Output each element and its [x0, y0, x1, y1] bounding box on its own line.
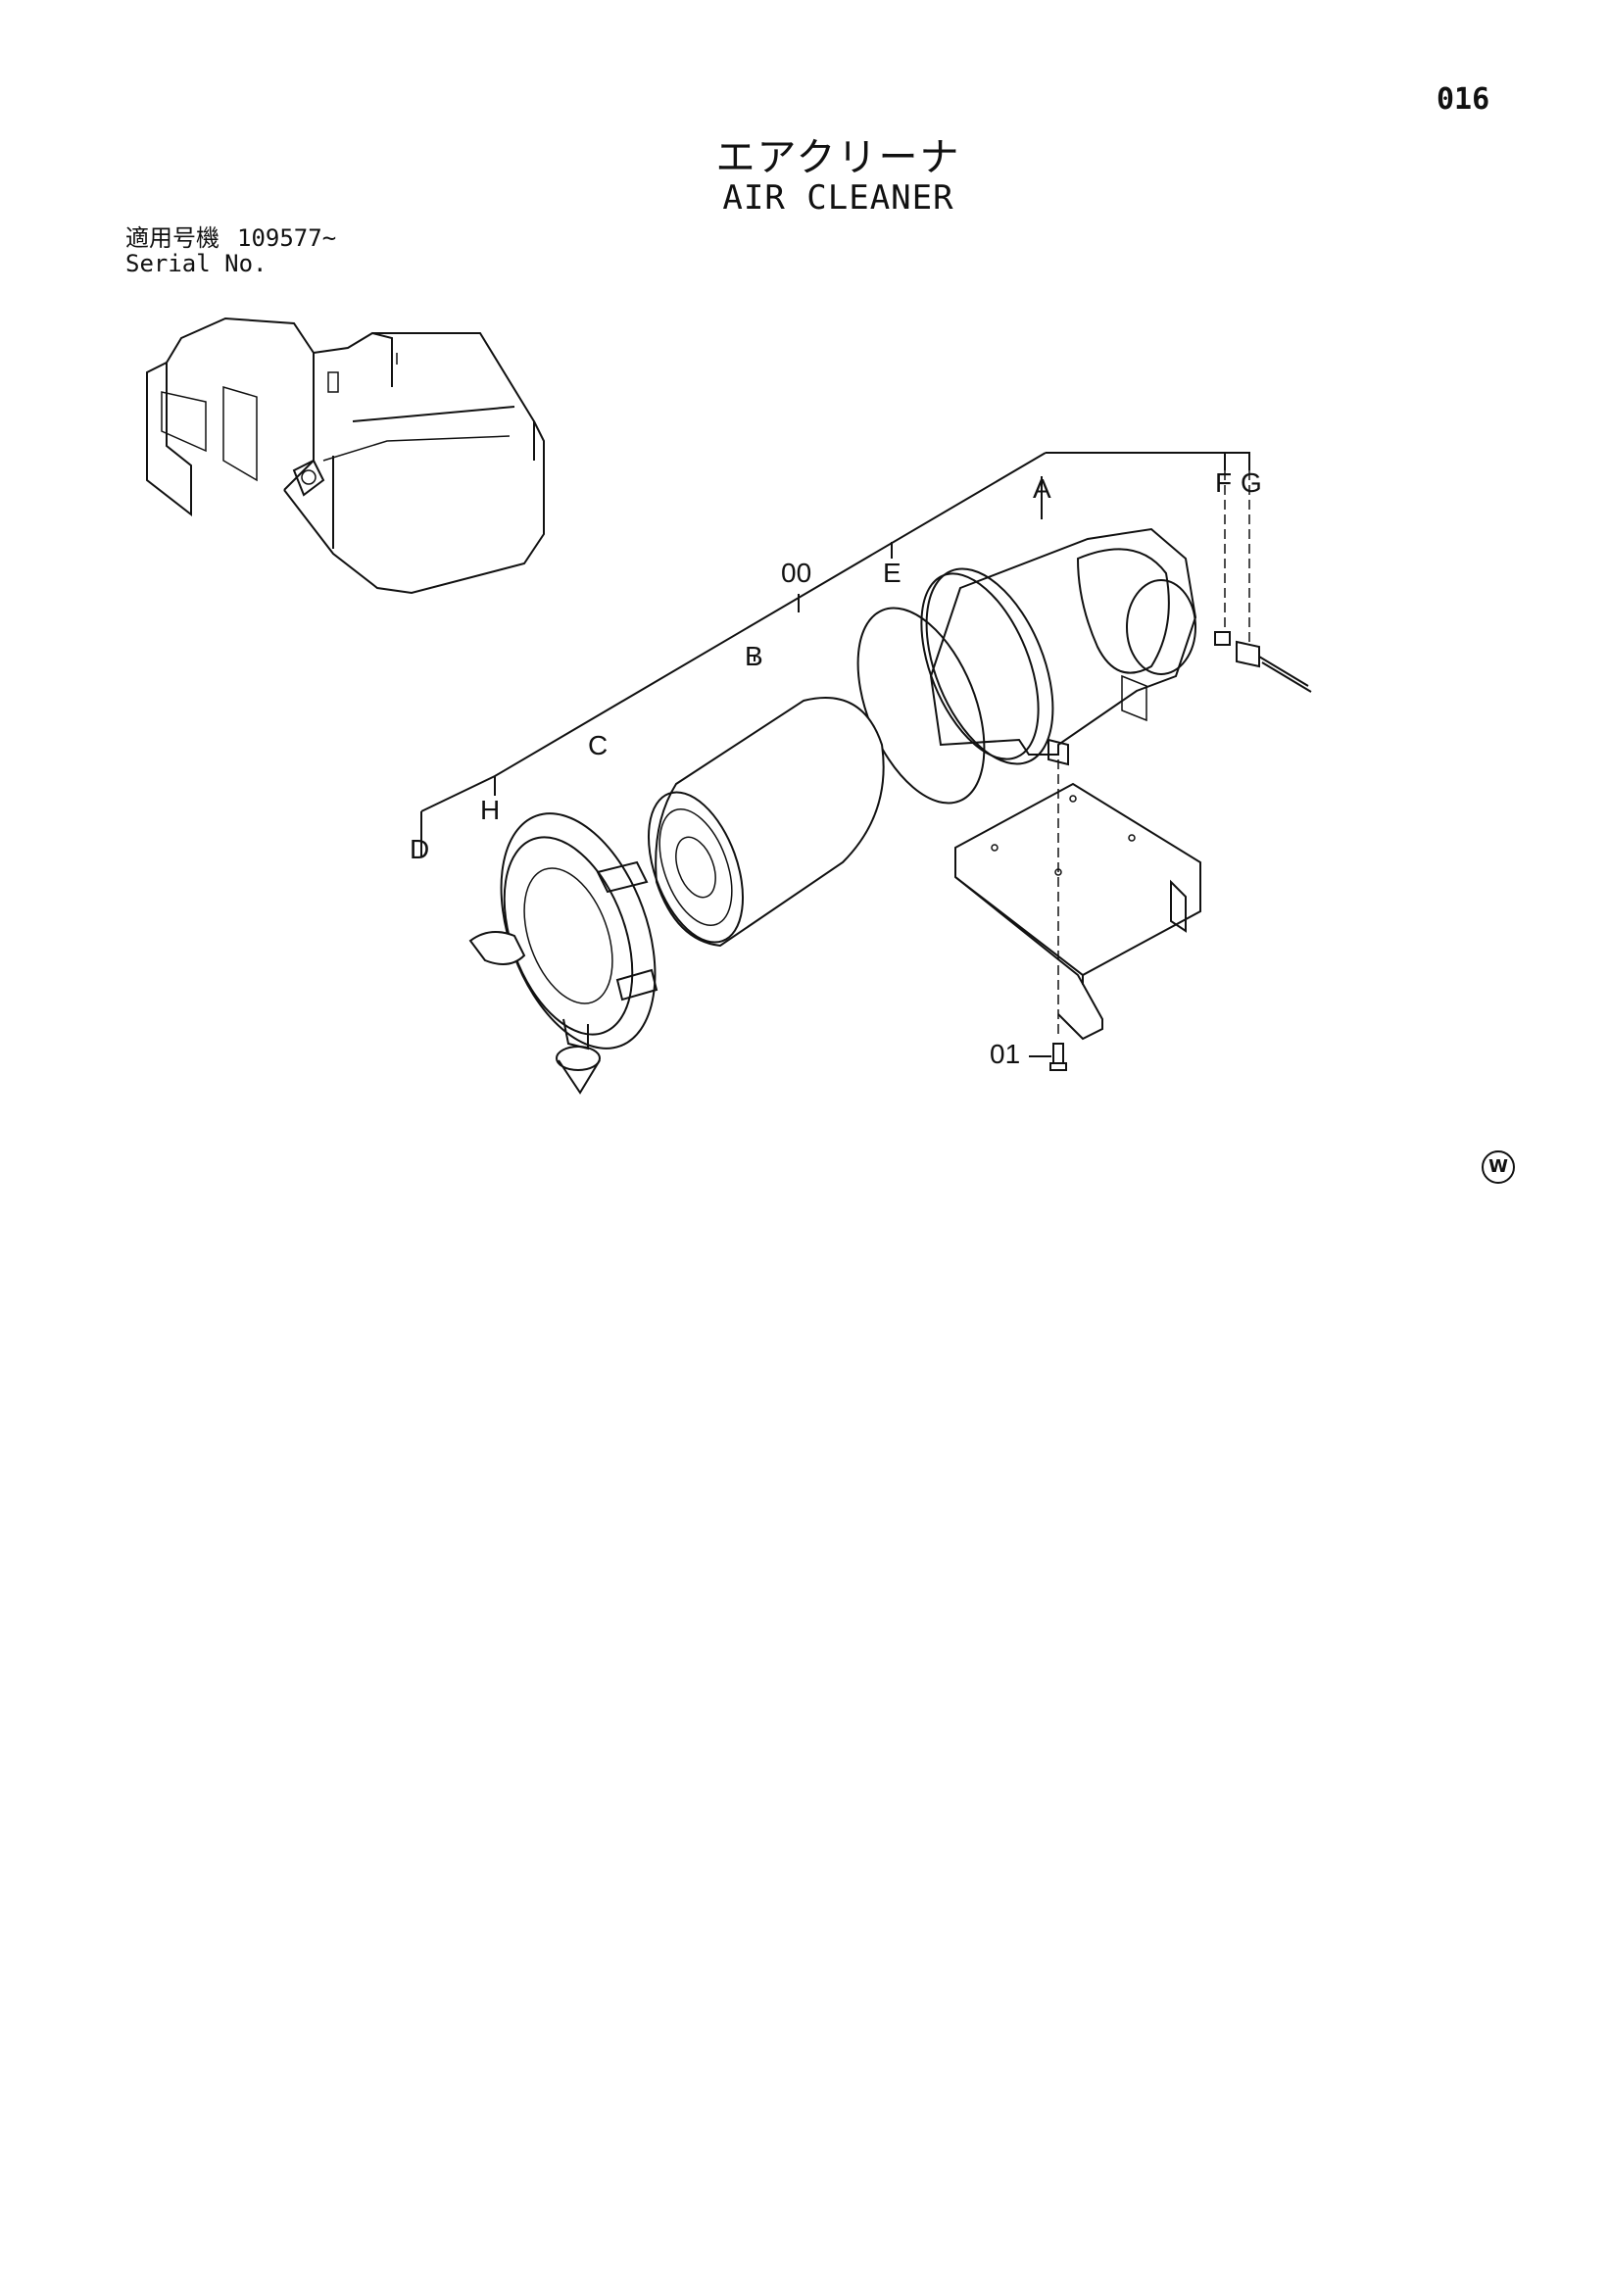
title-english: AIR CLEANER — [722, 178, 954, 218]
callout-b: B — [745, 641, 763, 671]
filter-element — [647, 697, 885, 948]
page-number: 016 — [1437, 82, 1490, 117]
air-cleaner-housing — [929, 527, 1197, 766]
callout-a: A — [1033, 473, 1051, 504]
serial-label-ja: 適用号機 — [125, 224, 219, 252]
title-japanese: エアクリーナ — [715, 135, 961, 180]
leader-lines — [420, 452, 1250, 857]
restriction-indicator — [1214, 470, 1312, 693]
gasket-large — [925, 567, 1054, 765]
callout-01: 01 — [990, 1039, 1020, 1069]
serial-row: 適用号機 109577~ — [125, 225, 336, 251]
serial-label-en: Serial No. — [125, 250, 268, 277]
mounting-bracket — [954, 782, 1201, 1041]
w-symbol: W — [1482, 1150, 1515, 1184]
gasket-large-inner — [920, 572, 1040, 760]
callout-00: 00 — [781, 558, 811, 588]
serial-block: 適用号機 109577~ Serial No. — [125, 225, 336, 276]
cleaner-cover — [500, 812, 658, 1050]
callout-h: H — [480, 795, 500, 825]
callout-d: D — [410, 834, 429, 864]
excavator-locator-sketch — [146, 317, 545, 595]
callout-f: F — [1215, 467, 1232, 498]
callout-g: G — [1241, 467, 1262, 498]
bolt-01 — [1049, 1043, 1067, 1071]
callout-e: E — [883, 558, 901, 588]
serial-value: 109577~ — [237, 224, 337, 252]
dust-valve — [468, 931, 601, 1095]
callout-c: C — [588, 730, 608, 760]
